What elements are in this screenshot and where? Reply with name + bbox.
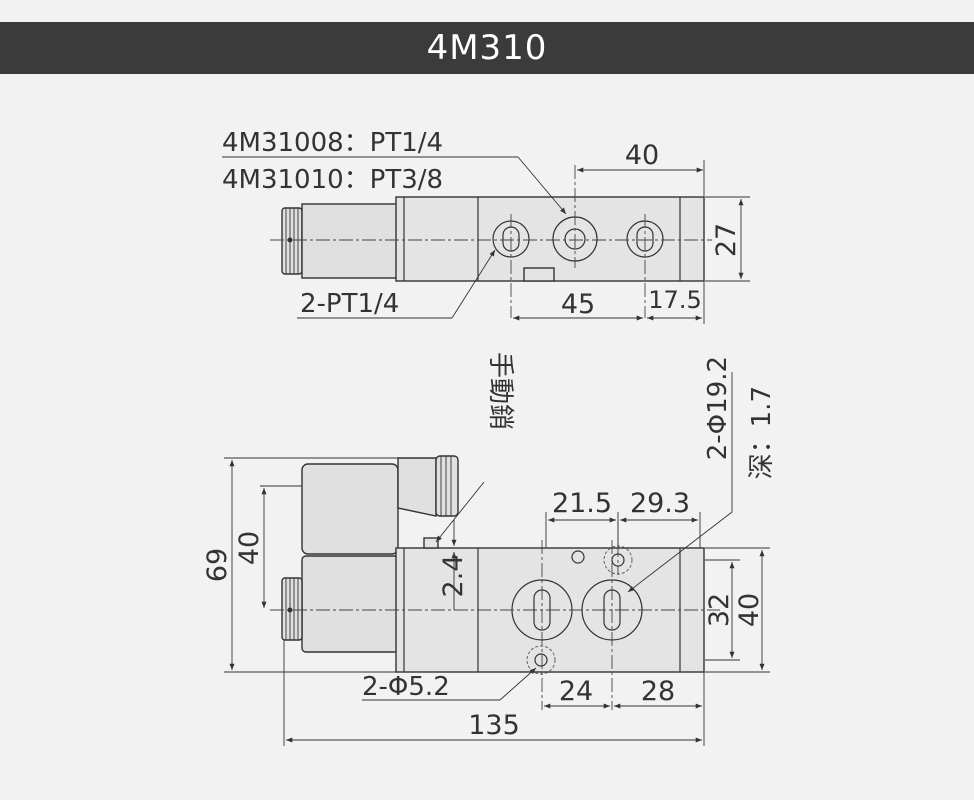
bottom-tab-top: [523, 267, 555, 282]
dim-32: 32: [704, 593, 735, 627]
dim-24: 24: [559, 676, 593, 707]
mount-holes-label: 2-Φ5.2: [362, 672, 450, 702]
dim-69: 69: [202, 548, 233, 582]
title-bar: 4M310: [0, 22, 974, 74]
coil-upper-connector: [435, 455, 459, 517]
manual-pin-label: 手動銷: [485, 352, 515, 430]
dim-40-top: 40: [625, 140, 659, 171]
coil-body-top: [301, 203, 399, 279]
side-ports-label: 2-PT1/4: [300, 289, 399, 319]
model-a-label: 4M31008：PT1/4: [222, 128, 443, 158]
dim-40-left: 40: [234, 531, 265, 565]
coil-lower: [301, 555, 399, 653]
dim-135: 135: [468, 710, 520, 741]
model-b-label: 4M31010：PT3/8: [222, 165, 443, 195]
dim-28: 28: [641, 676, 675, 707]
manual-pin: [423, 537, 439, 549]
dim-45: 45: [561, 289, 595, 320]
port-depth-label: 深：1.7: [747, 386, 777, 479]
mount-hole-top: [571, 550, 585, 564]
mount-hole-bottom: [534, 653, 548, 667]
dim-21-5: 21.5: [552, 488, 612, 519]
dim-2-4: 2.4: [438, 555, 469, 598]
dim-29-3: 29.3: [630, 488, 690, 519]
dim-27: 27: [711, 223, 742, 257]
top-view: 4M31008：PT1/4 4M31010：PT3/8 2-PT1/4 40 2…: [222, 128, 750, 324]
coil-upper: [301, 463, 399, 555]
model-title: 4M310: [426, 28, 548, 68]
dim-17-5: 17.5: [648, 286, 701, 314]
port-holes-label: 2-Φ19.2: [703, 356, 733, 460]
front-view: 手動銷 2-Φ19.2 深：1.7 21.5 29.3 2.4 69 40: [202, 352, 777, 746]
dim-40-right: 40: [734, 593, 765, 627]
